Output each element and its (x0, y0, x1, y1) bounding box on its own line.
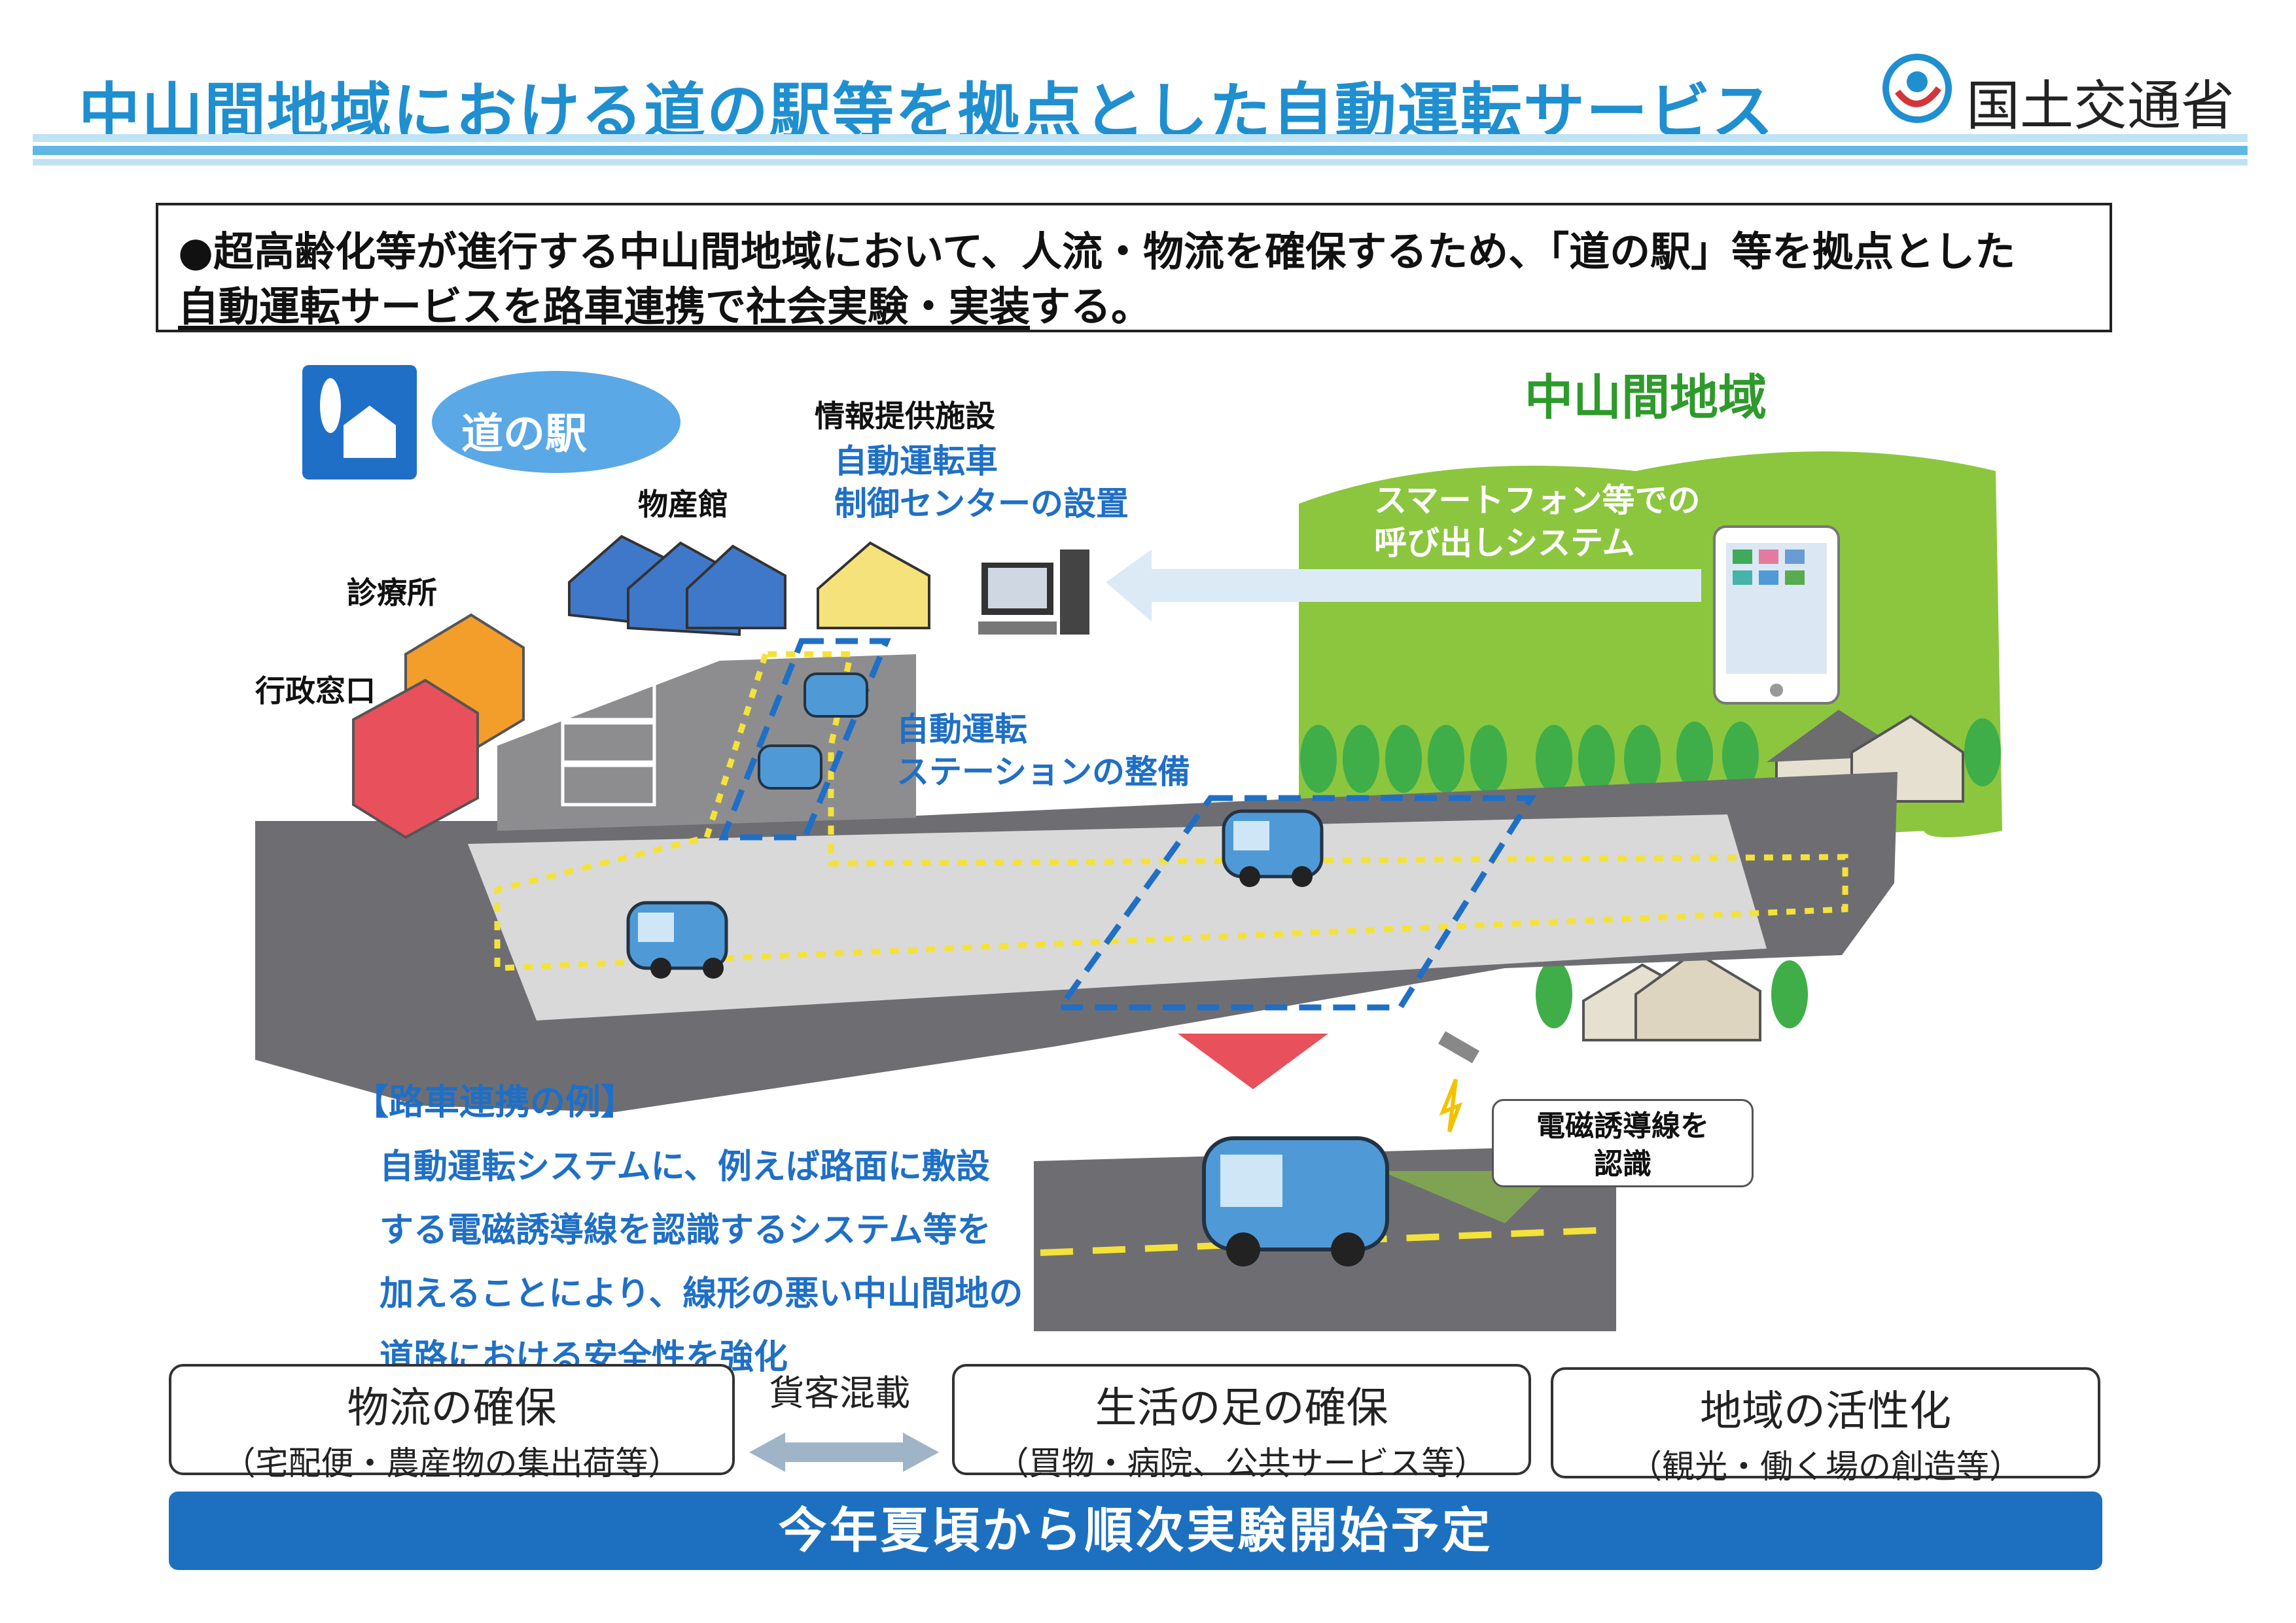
michi-no-eki-ellipse (432, 371, 680, 473)
tablet-icon (1713, 525, 1840, 705)
outcome-sub: （買物・病院、公共サービス等） (996, 1444, 1487, 1482)
summary-tail: する。 (1030, 283, 1152, 330)
shuttle-bus-icon (1202, 1136, 1389, 1266)
schedule-banner-text: 今年夏頃から順次実験開始予定 (778, 1503, 1493, 1559)
example-line: 加えることにより、線形の悪い中山間地の (380, 1274, 1023, 1314)
schedule-banner: 今年夏頃から順次実験開始予定 (169, 1492, 2102, 1570)
station-label-1: 自動運転 (896, 710, 1027, 748)
ministry-logo-icon (1882, 54, 1952, 123)
summary-box: ●超高齢化等が進行する中山間地域において、人流・物流を確保するため、「道の駅」等… (156, 203, 2112, 332)
tree-row-icon (1300, 718, 2001, 1028)
building-icon (352, 613, 525, 839)
smartphone-label-1: スマートフォン等での (1374, 481, 1701, 519)
computer-icon (978, 550, 1089, 635)
outcome-title: 物流の確保 (347, 1384, 557, 1433)
shinryojo-label: 診療所 (347, 575, 437, 610)
bidirectional-arrow-icon (749, 1433, 939, 1472)
bussankan-building-icon (568, 534, 786, 637)
outcome-box-revitalization: 地域の活性化 （観光・働く場の創造等） (1551, 1367, 2100, 1486)
header-stripe (33, 134, 2248, 166)
station-box (718, 638, 891, 841)
outcome-box-logistics: 物流の確保 （宅配便・農産物の集出荷等） (169, 1364, 735, 1482)
shuttle-bus-icon (626, 901, 728, 979)
summary-line-1: ●超高齢化等が進行する中山間地域において、人流・物流を確保するため、「道の駅」等… (178, 228, 2016, 275)
mixed-cargo-label: 貨客混載 (769, 1372, 910, 1414)
control-center-label-1: 自動運転車 (834, 442, 998, 480)
down-arrow-icon (1178, 1034, 1328, 1089)
em-guide-bubble: 電磁誘導線を 認識 (1492, 1099, 1754, 1187)
info-facility-label: 情報提供施設 (815, 398, 995, 434)
em-label-1: 電磁誘導線を (1536, 1109, 1709, 1143)
summary-underlined: 自動運転サービスを路車連携で社会実験・実装 (178, 283, 1031, 330)
outcome-box-daily-mobility: 生活の足の確保 （買物・病院、公共サービス等） (952, 1364, 1531, 1482)
shuttle-bus-icon (1222, 809, 1324, 887)
bussankan-label: 物産館 (638, 487, 728, 522)
call-arrow-icon (1106, 550, 1701, 621)
michi-no-eki-label: 道の駅 (461, 410, 587, 459)
recognition-zone-box (1054, 795, 1537, 1011)
house-icon (1582, 950, 1761, 1041)
info-facility-building-icon (817, 541, 930, 629)
outcome-sub: （観光・働く場の創造等） (1629, 1448, 2022, 1486)
example-line: する電磁誘導線を認識するシステム等を (380, 1211, 991, 1250)
road-lane-shape (468, 814, 1767, 1021)
example-line: 自動運転システムに、例えば路面に敷設 (380, 1147, 990, 1187)
shuttle-bus-icon (758, 672, 868, 790)
em-label-2: 認識 (1594, 1147, 1651, 1181)
summary-line-2: 自動運転サービスを路車連携で社会実験・実装する。 (178, 273, 1152, 332)
smartphone-label-2: 呼び出しシステム (1374, 524, 1635, 562)
ministry-name: 国土交通省 (1966, 75, 2235, 137)
michi-no-eki-sign-icon (302, 365, 417, 480)
example-heading: 【路車連携の例】 (353, 1081, 636, 1123)
parking-slots (561, 678, 656, 807)
satellite-icon (1438, 1031, 1479, 1133)
station-label-2: ステーションの整備 (896, 753, 1190, 791)
outcome-title: 地域の活性化 (1700, 1387, 1951, 1436)
example-block: 【路車連携の例】 自動運転システムに、例えば路面に敷設 する電磁誘導線を認識する… (353, 1073, 1023, 1378)
mountain-area-title: 中山間地域 (1525, 370, 1767, 426)
outcome-sub: （宅配便・農産物の集出荷等） (222, 1444, 681, 1482)
gyosei-label: 行政窓口 (255, 673, 376, 708)
control-center-label-2: 制御センターの設置 (834, 485, 1129, 523)
outcome-title: 生活の足の確保 (1095, 1384, 1388, 1433)
